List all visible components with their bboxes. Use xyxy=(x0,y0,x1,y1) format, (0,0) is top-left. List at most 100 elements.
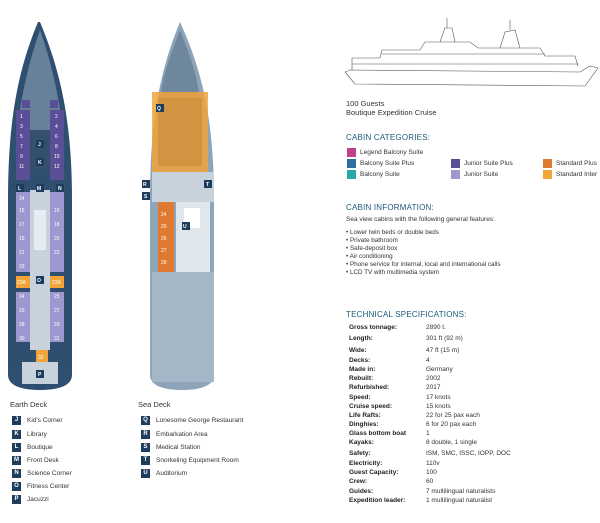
earth-deck-title: Earth Deck xyxy=(10,400,48,409)
spec-row: Kayaks:8 double, 1 single xyxy=(349,439,477,446)
svg-text:10: 10 xyxy=(54,154,60,160)
sea-deck-cabin-numbers: 24 25 26 27 28 xyxy=(161,212,167,266)
svg-text:21: 21 xyxy=(19,250,25,256)
cabin-information-title: CABIN INFORMATION: xyxy=(346,203,434,212)
svg-text:L: L xyxy=(18,186,21,192)
svg-text:14: 14 xyxy=(19,196,25,202)
spec-row: Crew:60 xyxy=(349,478,434,485)
spec-row: Speed:17 knots xyxy=(349,394,451,401)
svg-text:12: 12 xyxy=(54,164,60,170)
swatch-junior-suite-plus xyxy=(451,159,460,168)
svg-text:28: 28 xyxy=(161,260,167,266)
svg-text:23A: 23A xyxy=(17,280,27,286)
svg-text:S: S xyxy=(144,194,148,200)
swatch-legend-balcony-suite xyxy=(347,148,356,157)
feature-item: • Safe-deposit box xyxy=(346,245,398,252)
svg-text:U: U xyxy=(183,224,187,230)
ship-subtitle: Boutique Expedition Cruise xyxy=(346,108,437,117)
svg-text:6: 6 xyxy=(55,134,58,140)
svg-text:32: 32 xyxy=(38,355,44,361)
earth-deck-markers: J K L M N O P xyxy=(16,140,64,378)
spec-row: Guest Capacity:100 xyxy=(349,469,437,476)
category-label: Balcony Suite xyxy=(360,171,400,178)
spec-row: Dinghies:6 for 20 pax each xyxy=(349,421,477,428)
category-label: Junior Suite Plus xyxy=(464,160,513,167)
svg-text:16: 16 xyxy=(54,208,60,214)
svg-text:15: 15 xyxy=(19,208,25,214)
svg-text:5: 5 xyxy=(20,134,23,140)
feature-item: • LCD TV with multimedia system xyxy=(346,269,440,276)
swatch-standard-plus xyxy=(543,159,552,168)
feature-item: • Phone service for internal, local and … xyxy=(346,261,501,268)
spec-row: Expedition leader:1 multilingual natural… xyxy=(349,497,493,504)
feature-item: • Lower twin beds or double beds xyxy=(346,229,439,236)
spec-row: Gross tonnage:2890 t. xyxy=(349,324,446,331)
earth-deck-cabins xyxy=(16,100,64,384)
spec-row: Guides:7 multilingual naturalists xyxy=(349,488,496,495)
svg-text:7: 7 xyxy=(20,144,23,150)
category-label: Junior Suite xyxy=(464,171,499,178)
svg-text:25: 25 xyxy=(161,224,167,230)
svg-text:N: N xyxy=(58,186,62,192)
spec-row: Life Rafts:22 for 25 pax each xyxy=(349,412,480,419)
svg-text:25: 25 xyxy=(54,294,60,300)
svg-text:18: 18 xyxy=(54,222,60,228)
svg-text:M: M xyxy=(37,186,41,192)
category-label: Legend Balcony Suite xyxy=(360,149,424,156)
spec-row: Safety:ISM, SMC, ISSC, IOPP, DOC xyxy=(349,450,511,457)
svg-text:27: 27 xyxy=(161,248,167,254)
swatch-balcony-suite-plus xyxy=(347,159,356,168)
svg-text:24: 24 xyxy=(161,212,167,218)
svg-text:30: 30 xyxy=(19,336,25,342)
spec-row: Electricity:110v xyxy=(349,460,440,467)
svg-text:22: 22 xyxy=(54,250,60,256)
svg-text:J: J xyxy=(38,142,41,148)
svg-text:11: 11 xyxy=(19,164,24,170)
category-label: Balcony Suite Plus xyxy=(360,160,415,167)
svg-text:23: 23 xyxy=(19,264,25,270)
spec-row: Rebuilt:2002 xyxy=(349,375,441,382)
swatch-standard-inter xyxy=(543,170,552,179)
svg-text:T: T xyxy=(206,182,209,188)
svg-text:R: R xyxy=(143,182,147,188)
svg-text:9: 9 xyxy=(20,154,23,160)
svg-text:20: 20 xyxy=(54,236,60,242)
svg-text:31: 31 xyxy=(54,336,60,342)
spec-row: Refurbished:2017 xyxy=(349,384,441,391)
svg-text:4: 4 xyxy=(55,124,58,130)
guest-count: 100 Guests xyxy=(346,99,385,108)
category-label: Standard Inter xyxy=(556,171,598,178)
svg-text:Q: Q xyxy=(157,106,161,112)
category-label: Standard Plus xyxy=(556,160,597,167)
swatch-balcony-suite xyxy=(347,170,356,179)
technical-specifications-title: TECHNICAL SPECIFICATIONS: xyxy=(346,310,467,319)
feature-item: • Air conditioning xyxy=(346,253,393,260)
ship-profile-drawing xyxy=(344,18,599,87)
svg-text:P: P xyxy=(38,372,42,378)
sea-deck-markers: Q R S T U xyxy=(142,104,212,230)
cabin-information-intro: Sea view cabins with the following gener… xyxy=(346,216,495,223)
spec-row: Wide:47 ft (15 m) xyxy=(349,347,460,354)
feature-item: • Private bathroom xyxy=(346,237,398,244)
svg-text:29: 29 xyxy=(54,322,60,328)
svg-text:K: K xyxy=(38,160,42,166)
spec-row: Length:301 ft (92 m) xyxy=(349,335,463,342)
cabin-categories-title: CABIN CATEGORIES: xyxy=(346,133,431,142)
svg-text:23A: 23A xyxy=(52,280,62,286)
svg-text:24: 24 xyxy=(19,294,25,300)
svg-text:27: 27 xyxy=(54,308,60,314)
svg-text:1: 1 xyxy=(20,114,23,120)
